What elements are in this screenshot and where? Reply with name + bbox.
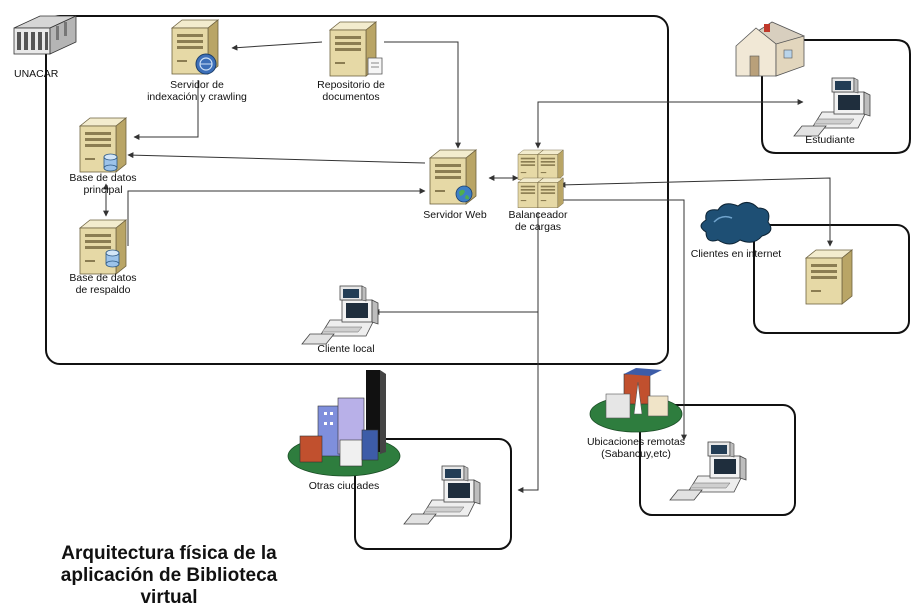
bd-principal-label-line2: principal <box>83 184 123 196</box>
repositorio-server-icon <box>329 21 383 77</box>
bd-respaldo-label: Base de datos de respaldo <box>48 272 158 296</box>
edge-web-bdprincipal <box>127 152 426 164</box>
estudiante-label: Estudiante <box>805 134 855 146</box>
servidor-indexacion-server-icon <box>171 19 219 75</box>
database-icon <box>105 249 120 268</box>
bd-principal-server-icon <box>79 117 127 173</box>
bd-principal-label-line1: Base de datos <box>69 172 137 184</box>
servidor-web-label: Servidor Web <box>423 209 487 221</box>
estudiante-workstation-icon <box>793 77 871 137</box>
edge-bdrespaldo-web <box>127 188 426 246</box>
balanceador-label: Balanceador de cargas <box>492 209 584 233</box>
repositorio-label-line1: Repositorio de <box>317 79 385 91</box>
cloud-icon <box>700 202 772 245</box>
globe-icon <box>455 185 473 203</box>
load-balancer-icon <box>517 149 564 208</box>
cliente-local-workstation-icon <box>301 285 379 345</box>
database-icon <box>103 153 118 172</box>
ubicaciones-remotas-label: Ubicaciones remotas (Sabancuy,etc) <box>566 436 706 460</box>
unacar-label: UNACAR <box>14 68 59 80</box>
globe-icon <box>195 53 217 75</box>
edge-balanceador-estudiante <box>535 99 804 149</box>
otras-ciudades-boundary <box>354 438 512 550</box>
servidor-web-server-icon <box>429 149 477 205</box>
remote-location-icon <box>589 368 683 433</box>
edge-repositorio-web <box>384 41 461 149</box>
edge-repositorio-indexacion <box>231 41 323 51</box>
ubicaciones-label-line2: (Sabancuy,etc) <box>601 448 671 460</box>
clientes-internet-label: Clientes en internet <box>690 248 782 260</box>
diagram-title-line2: aplicación de Biblioteca <box>60 565 278 586</box>
servidor-indexacion-label: Servidor de indexación y crawling <box>132 79 262 103</box>
city-icon <box>287 370 401 477</box>
cliente-local-label: Cliente local <box>317 343 375 355</box>
building-icon <box>13 15 77 55</box>
ubicaciones-label-line1: Ubicaciones remotas <box>586 436 686 448</box>
edge-balanceador-ubicaciones <box>560 199 687 441</box>
diagram-title-line1: Arquitectura física de la <box>61 543 277 564</box>
edge-indexacion-bdprincipal <box>133 80 199 140</box>
ubicaciones-boundary <box>639 404 796 516</box>
bd-principal-label: Base de datos principal <box>48 172 158 196</box>
repositorio-label: Repositorio de documentos <box>296 79 406 103</box>
clientes-internet-server-icon <box>805 249 853 305</box>
balanceador-label-line2: de cargas <box>514 221 562 233</box>
repositorio-label-line2: documentos <box>322 91 380 103</box>
otras-ciudades-workstation-icon <box>403 465 481 525</box>
edge-balanceador-internet <box>559 177 833 247</box>
edge-balanceador-otrasciudades <box>517 312 539 493</box>
diagram-title: Arquitectura física de la aplicación de … <box>14 543 324 609</box>
bd-respaldo-label-line2: de respaldo <box>75 284 131 296</box>
servidor-indexacion-label-line1: Servidor de <box>170 79 224 91</box>
otras-ciudades-label: Otras ciudades <box>308 480 380 492</box>
bd-respaldo-server-icon <box>79 219 127 275</box>
bd-respaldo-label-line1: Base de datos <box>69 272 137 284</box>
servidor-indexacion-label-line2: indexación y crawling <box>147 91 247 103</box>
house-icon <box>735 21 805 77</box>
diagram-title-line3: virtual <box>140 587 198 608</box>
balanceador-label-line1: Balanceador <box>508 209 568 221</box>
